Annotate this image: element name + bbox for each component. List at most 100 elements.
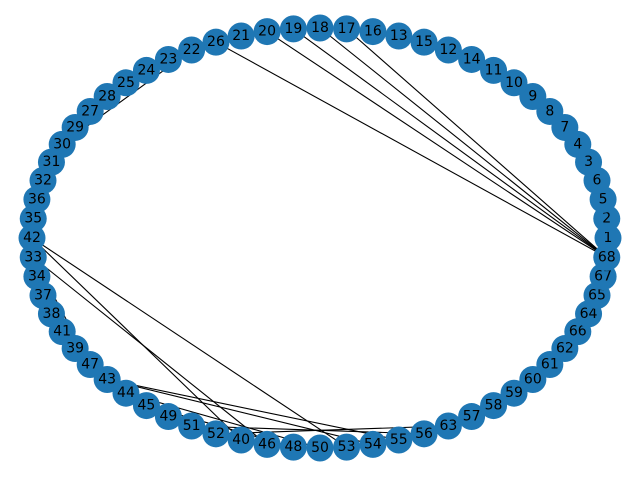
node-label: 18	[311, 20, 329, 36]
node-label: 45	[138, 398, 156, 414]
node-circle	[279, 15, 307, 43]
node-label: 59	[505, 385, 523, 401]
node-circle	[500, 379, 528, 407]
node-label: 47	[81, 357, 99, 373]
node-35: 35	[19, 205, 47, 233]
node-23: 23	[154, 45, 182, 73]
node-16: 16	[359, 18, 387, 46]
node-circle	[253, 430, 281, 458]
node-15: 15	[410, 28, 438, 56]
node-label: 23	[159, 51, 177, 67]
node-label: 21	[232, 28, 250, 44]
node-circle	[227, 22, 255, 50]
node-circle	[410, 420, 438, 448]
node-circle	[333, 15, 361, 43]
node-circle	[458, 403, 486, 431]
node-59: 59	[500, 379, 528, 407]
node-40: 40	[227, 426, 255, 454]
node-label: 67	[594, 269, 612, 285]
node-51: 51	[178, 412, 206, 440]
node-label: 58	[485, 398, 503, 414]
node-22: 22	[178, 36, 206, 64]
node-circle	[480, 392, 508, 420]
node-label: 14	[463, 51, 481, 67]
node-circle	[227, 426, 255, 454]
node-label: 17	[338, 21, 356, 37]
node-label: 41	[53, 324, 71, 340]
node-49: 49	[154, 403, 182, 431]
node-13: 13	[385, 22, 413, 50]
node-circle	[154, 45, 182, 73]
node-label: 43	[98, 371, 116, 387]
node-label: 9	[528, 89, 537, 105]
node-label: 29	[66, 119, 84, 135]
node-circle	[385, 426, 413, 454]
node-label: 49	[159, 409, 177, 425]
node-26: 26	[202, 28, 230, 56]
node-label: 56	[415, 426, 433, 442]
node-45: 45	[132, 392, 160, 420]
node-label: 19	[285, 21, 303, 37]
node-label: 31	[43, 154, 61, 170]
node-label: 50	[311, 440, 329, 456]
edge-68-20	[266, 31, 608, 258]
edge-68-26	[215, 41, 608, 258]
node-19: 19	[279, 15, 307, 43]
node-circle	[434, 412, 462, 440]
node-label: 5	[599, 191, 608, 207]
node-label: 4	[573, 136, 582, 152]
node-58: 58	[480, 392, 508, 420]
node-label: 64	[580, 306, 598, 322]
node-label: 42	[23, 230, 41, 246]
node-63: 63	[434, 412, 462, 440]
node-label: 28	[98, 89, 116, 105]
node-circle	[480, 56, 508, 84]
node-circle	[202, 420, 230, 448]
node-circle	[333, 433, 361, 461]
node-25: 25	[112, 69, 140, 97]
node-label: 3	[584, 154, 593, 170]
node-circle	[154, 403, 182, 431]
node-24: 24	[132, 56, 160, 84]
node-label: 48	[285, 439, 303, 455]
node-18: 18	[306, 14, 334, 42]
node-circle	[178, 36, 206, 64]
node-label: 55	[390, 432, 408, 448]
node-label: 38	[43, 306, 61, 322]
node-label: 51	[183, 418, 201, 434]
node-circle	[132, 56, 160, 84]
edge-68-17	[346, 28, 608, 258]
edge-51-56	[191, 425, 425, 435]
node-57: 57	[458, 403, 486, 431]
node-circle	[132, 392, 160, 420]
node-label: 44	[117, 385, 135, 401]
node-label: 11	[485, 62, 503, 78]
node-label: 54	[364, 436, 382, 452]
node-label: 15	[415, 34, 433, 50]
node-9: 9	[519, 83, 547, 111]
edge-68-18	[319, 27, 608, 258]
node-50: 50	[306, 434, 334, 462]
node-label: 12	[439, 42, 457, 58]
node-label: 26	[207, 34, 225, 50]
node-68: 68	[593, 243, 621, 271]
node-circle	[385, 22, 413, 50]
node-circle	[19, 205, 47, 233]
node-21: 21	[227, 22, 255, 50]
node-circle	[500, 69, 528, 97]
node-12: 12	[434, 36, 462, 64]
node-17: 17	[333, 15, 361, 43]
edge-33-46	[32, 256, 268, 445]
node-circle	[93, 365, 121, 393]
node-circle	[306, 14, 334, 42]
node-54: 54	[359, 430, 387, 458]
node-label: 7	[560, 119, 569, 135]
node-label: 66	[569, 324, 587, 340]
node-label: 62	[556, 341, 574, 357]
node-label: 25	[117, 75, 135, 91]
node-label: 60	[524, 371, 542, 387]
node-label: 65	[588, 287, 606, 303]
node-label: 35	[24, 211, 42, 227]
node-circle	[18, 224, 46, 252]
